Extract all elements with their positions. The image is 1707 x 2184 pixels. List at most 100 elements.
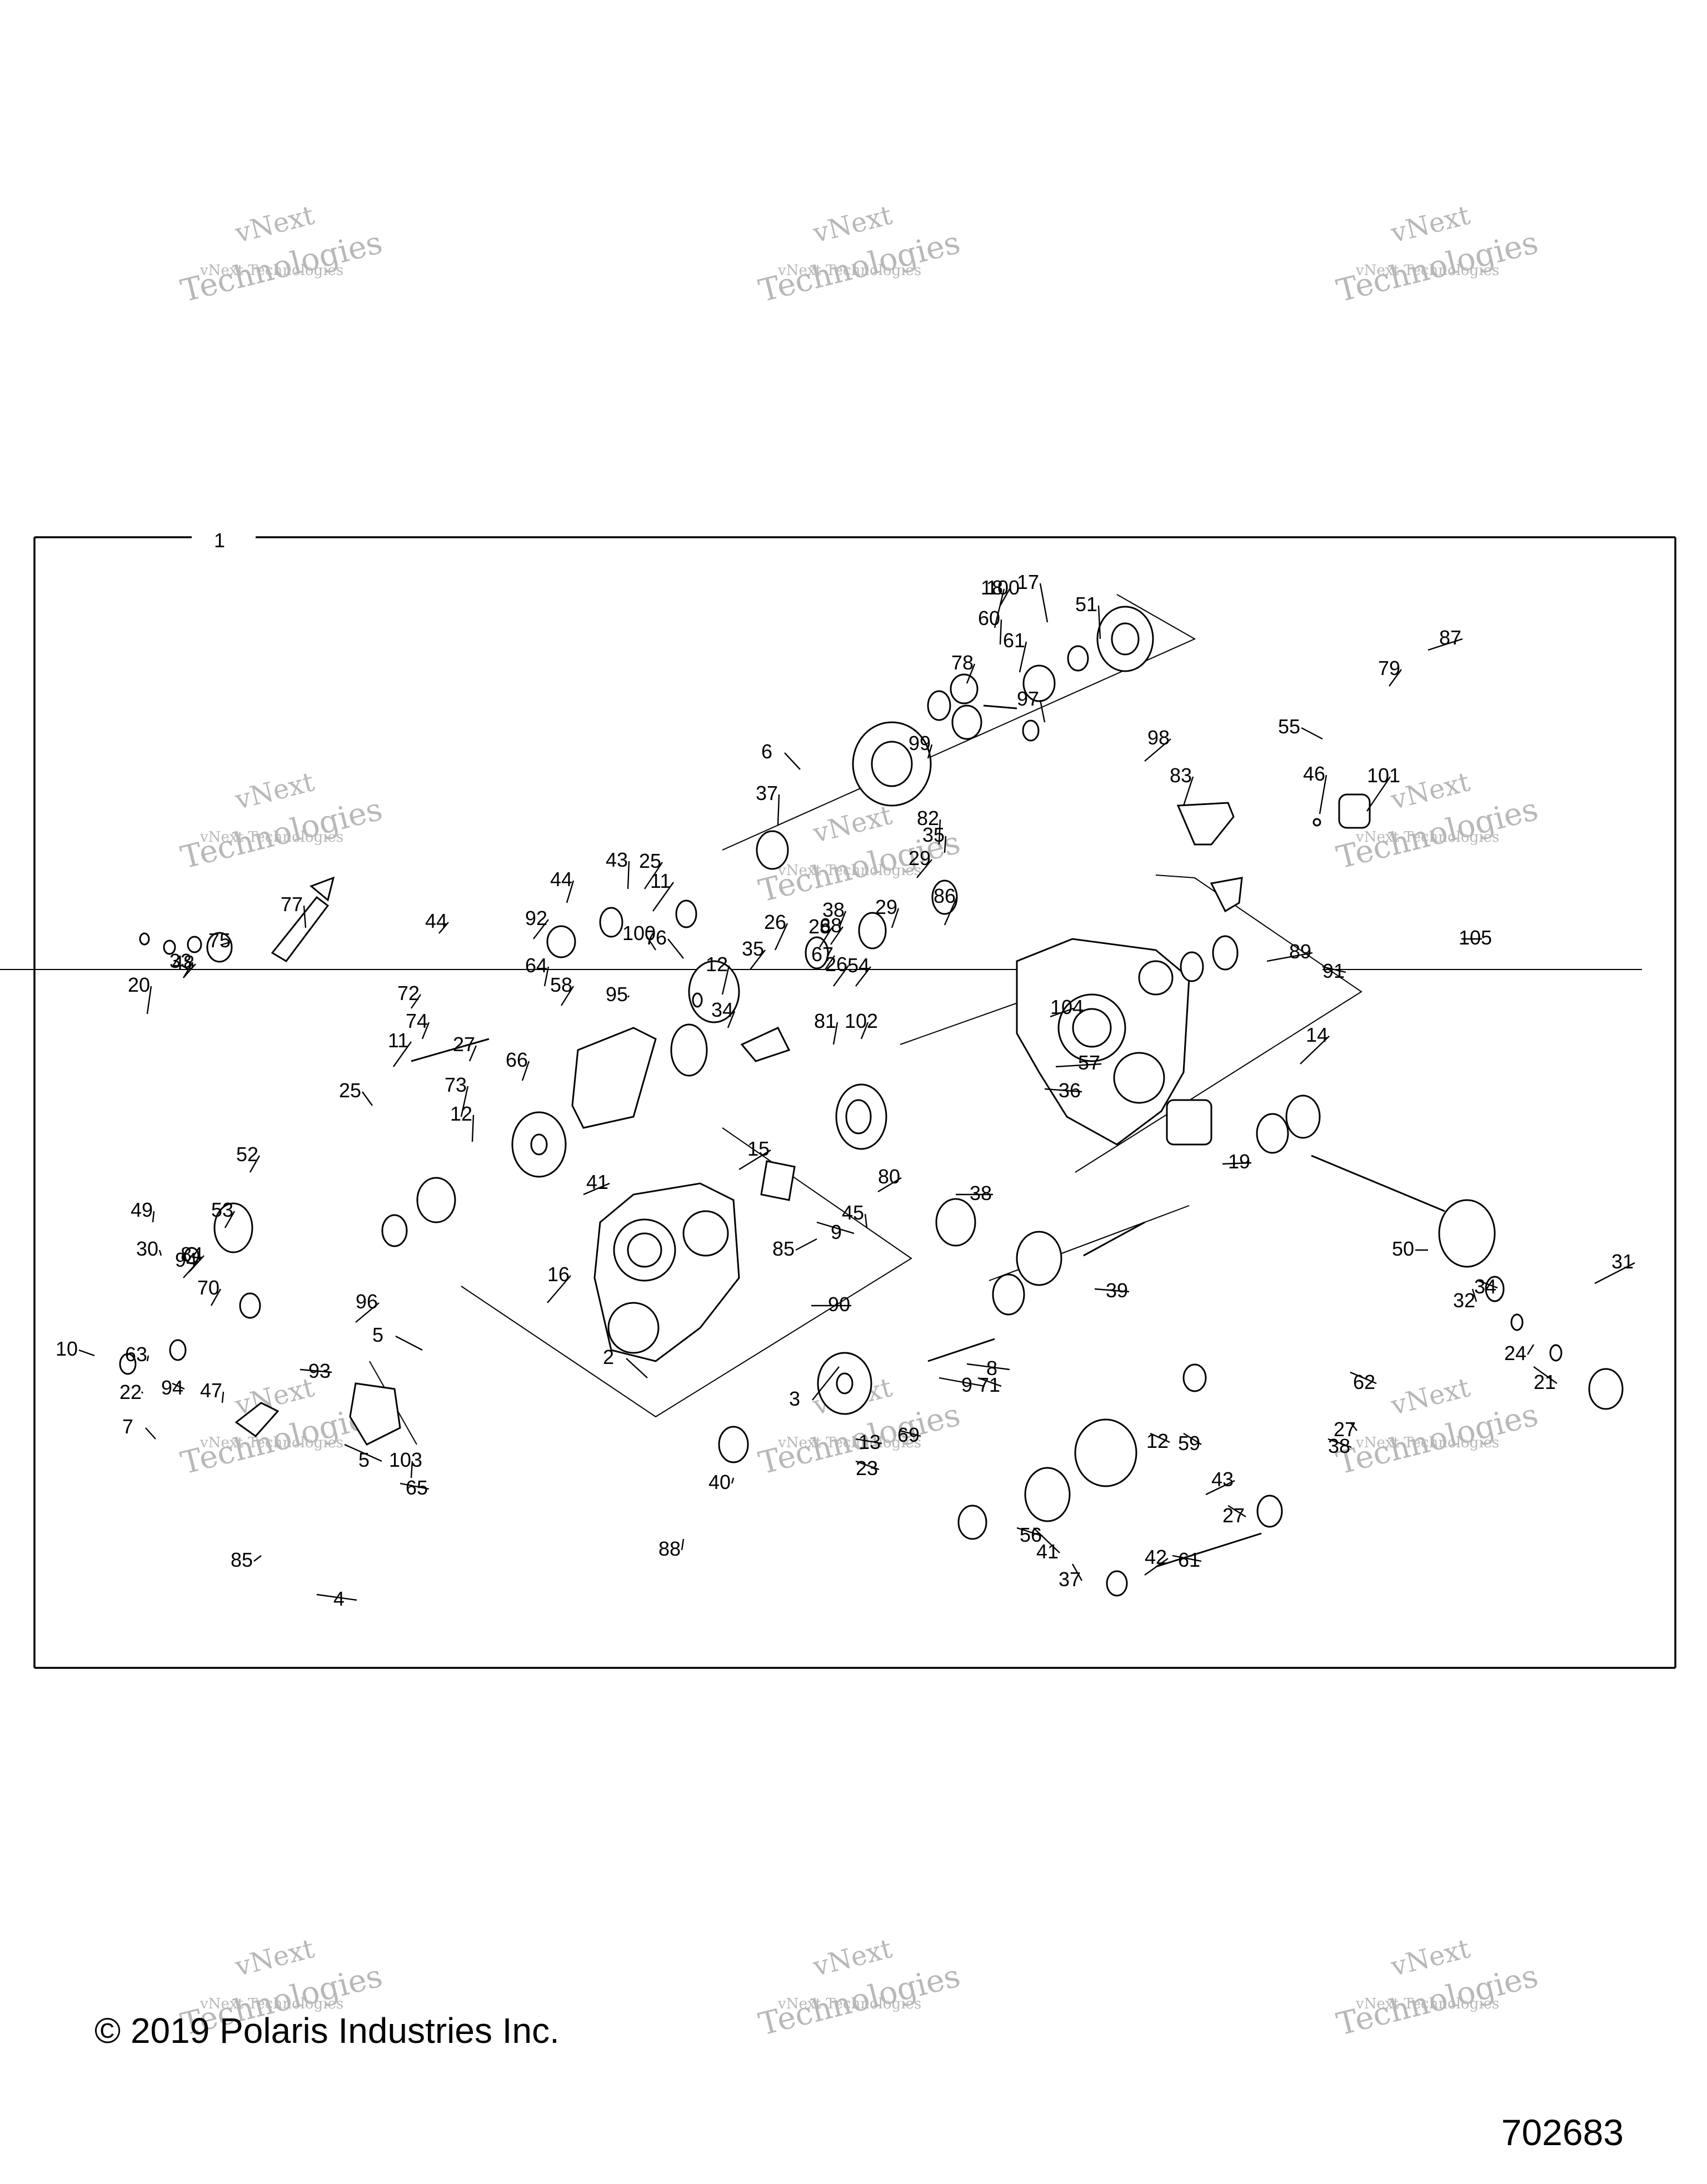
callout-88: 88 bbox=[658, 1537, 685, 1560]
callout-leader bbox=[1478, 1280, 1498, 1289]
callout-number: 90 bbox=[828, 1293, 850, 1316]
callout-58: 58 bbox=[550, 973, 575, 1006]
callout-number: 21 bbox=[1534, 1371, 1556, 1393]
callout-30: 30 bbox=[136, 1237, 162, 1260]
callout-leader bbox=[1071, 1563, 1083, 1581]
callout-number: 89 bbox=[1289, 940, 1311, 963]
callout-leader bbox=[145, 1427, 156, 1440]
callout-leader bbox=[944, 897, 958, 926]
callout-67: 67 bbox=[811, 943, 835, 970]
callout-leader bbox=[627, 861, 630, 889]
callout-number: 37 bbox=[756, 782, 778, 804]
callout-37: 37 bbox=[756, 782, 780, 826]
callout-leader bbox=[224, 1211, 236, 1228]
callout-leader bbox=[812, 1366, 840, 1401]
callout-44: 44 bbox=[550, 868, 575, 903]
callout-26: 26 bbox=[764, 911, 788, 951]
svg-text:vNext Technologies: vNext Technologies bbox=[777, 1435, 921, 1451]
callout-71: 71 bbox=[977, 1373, 1002, 1396]
callout-number: 48 bbox=[172, 951, 194, 974]
callout-leader bbox=[300, 1368, 332, 1373]
callout-number: 91 bbox=[1322, 959, 1345, 982]
callout-number: 79 bbox=[1378, 657, 1400, 679]
callout-19: 19 bbox=[1222, 1150, 1252, 1173]
callout-number: 63 bbox=[125, 1343, 147, 1366]
callout-number: 4 bbox=[333, 1587, 345, 1610]
callout-number: 31 bbox=[1611, 1250, 1634, 1273]
callout-leader bbox=[1322, 966, 1346, 973]
callout-93: 93 bbox=[300, 1360, 332, 1382]
svg-text:vNext: vNext bbox=[232, 199, 317, 249]
callout-83: 83 bbox=[1170, 764, 1194, 806]
callout-number: 12 bbox=[706, 953, 728, 976]
callout-17: 17 bbox=[1017, 571, 1049, 623]
callout-14: 14 bbox=[1300, 1023, 1330, 1064]
svg-text:vNext Technologies: vNext Technologies bbox=[199, 829, 343, 846]
callout-leader bbox=[999, 588, 1011, 606]
callout-leader bbox=[210, 1288, 222, 1306]
callout-leader bbox=[1327, 1438, 1352, 1448]
callout-number: 38 bbox=[1328, 1435, 1350, 1457]
callout-number: 18 bbox=[981, 576, 1003, 599]
callout-number: 73 bbox=[445, 1073, 467, 1096]
callout-leader bbox=[830, 926, 843, 945]
callout-number: 5 bbox=[372, 1323, 383, 1346]
callout-number: 55 bbox=[1278, 715, 1300, 738]
callout-number: 103 bbox=[389, 1448, 422, 1471]
callout-44: 44 bbox=[425, 909, 449, 934]
callout-leader bbox=[253, 1555, 262, 1562]
callout-leader bbox=[1182, 776, 1194, 806]
callout-number: 25 bbox=[639, 849, 661, 872]
callout-number: 25 bbox=[339, 1079, 361, 1102]
callout-9: 9 bbox=[816, 1221, 855, 1243]
svg-text:vNext: vNext bbox=[810, 199, 895, 249]
callout-70: 70 bbox=[197, 1276, 222, 1306]
callout-54: 54 bbox=[847, 954, 871, 987]
callout-5: 5 bbox=[344, 1443, 382, 1471]
callout-69: 69 bbox=[897, 1423, 921, 1446]
callout-number: 62 bbox=[1353, 1371, 1375, 1393]
callout-leader bbox=[566, 880, 575, 903]
callout-leader bbox=[855, 966, 871, 987]
callout-leader bbox=[1033, 1527, 1060, 1553]
callout-leader bbox=[1526, 1344, 1535, 1355]
callout-leader bbox=[158, 1250, 162, 1256]
callout-leader bbox=[1350, 1371, 1377, 1385]
callout-leader bbox=[966, 1363, 1010, 1371]
callout-57: 57 bbox=[1055, 1051, 1102, 1074]
callout-86: 86 bbox=[934, 884, 958, 926]
callout-labels: 2345567899101111121212131415161718192021… bbox=[56, 571, 1635, 1610]
callout-40: 40 bbox=[708, 1471, 735, 1493]
svg-text:vNext Technologies: vNext Technologies bbox=[777, 262, 921, 279]
callout-leader bbox=[750, 949, 766, 970]
callout-27: 27 bbox=[1222, 1504, 1246, 1527]
callout-number: 26 bbox=[764, 911, 786, 933]
callout-leader bbox=[721, 965, 730, 995]
callout-15: 15 bbox=[738, 1137, 771, 1171]
callout-leader bbox=[938, 819, 941, 845]
callout-24: 24 bbox=[1504, 1342, 1535, 1365]
callout-leader bbox=[727, 1011, 736, 1028]
callout-leader bbox=[303, 905, 307, 928]
callout-number: 75 bbox=[208, 929, 231, 952]
callout-leader bbox=[468, 1045, 477, 1062]
callout-95: 95 bbox=[606, 983, 630, 1006]
callout-leader bbox=[667, 938, 684, 959]
callout-number: 51 bbox=[1075, 593, 1097, 616]
callout-number: 11 bbox=[388, 1029, 408, 1052]
callout-59: 59 bbox=[1178, 1432, 1202, 1455]
callout-leader bbox=[249, 1155, 261, 1173]
callout-leader bbox=[1227, 1505, 1246, 1518]
callout-leader bbox=[994, 588, 1005, 628]
callout-number: 16 bbox=[547, 1263, 570, 1286]
callout-number: 83 bbox=[1170, 764, 1192, 787]
callout-leader bbox=[1301, 727, 1323, 740]
callout-leader bbox=[1533, 1366, 1558, 1384]
callout-leader bbox=[1055, 1063, 1102, 1068]
callout-61: 61 bbox=[1003, 629, 1027, 673]
callout-12: 12 bbox=[1146, 1430, 1170, 1452]
